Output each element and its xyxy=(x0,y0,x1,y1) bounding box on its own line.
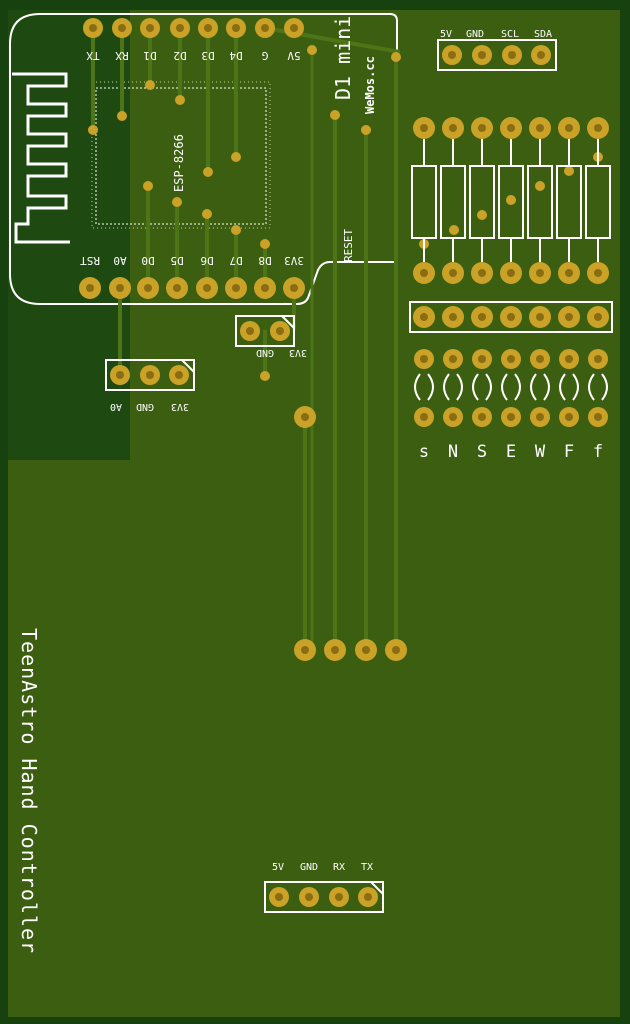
serial-label-gnd: GND xyxy=(300,862,318,873)
board-title: TeenAstro Hand Controller xyxy=(17,628,41,954)
button-header-outline xyxy=(409,301,613,333)
pin-label-d2: D2 xyxy=(173,49,186,62)
pin-label-3v3: 3V3 xyxy=(284,254,304,267)
pin-label-d3: D3 xyxy=(201,49,214,62)
i2c-header-outline xyxy=(437,39,557,71)
button-label-focus-fast: F xyxy=(564,442,574,462)
button-label-w: W xyxy=(535,442,546,462)
pin-label-rst: RST xyxy=(80,254,100,267)
pin-label-d4: D4 xyxy=(229,49,243,62)
i2c-label-gnd: GND xyxy=(466,29,484,40)
chip-label: ESP-8266 xyxy=(172,134,186,192)
i2c-label-scl: SCL xyxy=(501,29,519,40)
serial-header-outline xyxy=(264,881,384,913)
reset-label: RESET xyxy=(342,229,355,262)
analog-label-a0: A0 xyxy=(110,401,122,412)
button-label-focus-slow: f xyxy=(593,442,603,462)
button-label-s: s xyxy=(419,442,429,462)
button-label-e: E xyxy=(506,442,516,462)
resistor-bottom-pads xyxy=(413,262,609,284)
i2c-label-sda: SDA xyxy=(534,29,552,40)
power-header-pads xyxy=(240,321,290,341)
button-label-n: N xyxy=(448,442,458,462)
power-header-outline xyxy=(235,315,295,347)
pin-label-d0: D0 xyxy=(141,254,154,267)
d1-top-pads xyxy=(83,18,304,38)
pin-label-d1: D1 xyxy=(143,49,156,62)
pin-label-a0: A0 xyxy=(113,254,126,267)
d1-bottom-pads xyxy=(79,277,305,299)
analog-label-3v3: 3V3 xyxy=(171,401,189,412)
d1-mini-outline xyxy=(9,13,398,305)
pin-label-g: G xyxy=(262,49,269,62)
i2c-header-pads xyxy=(442,45,551,65)
board-keepout-zone xyxy=(8,10,130,460)
power-label-gnd: GND xyxy=(256,347,274,358)
keypad-connector-pads xyxy=(294,639,407,661)
module-brand: WeMos.cc xyxy=(363,56,377,114)
button-header-pads xyxy=(413,306,609,328)
antenna-trace xyxy=(12,72,70,244)
traces xyxy=(91,26,401,650)
pin-label-d5: D5 xyxy=(170,254,183,267)
i2c-label-5v: 5V xyxy=(440,29,452,40)
vias xyxy=(88,45,603,381)
pin-label-d7: D7 xyxy=(229,254,242,267)
button-pads-top xyxy=(414,349,608,369)
pin-label-tx: TX xyxy=(86,49,100,62)
button-pads-bottom xyxy=(414,407,608,427)
serial-label-tx: TX xyxy=(361,862,373,873)
resistor-top-pads xyxy=(413,117,609,139)
serial-header-pads xyxy=(269,887,378,907)
power-label-3v3: 3V3 xyxy=(289,347,307,358)
capacitor-outlines xyxy=(414,373,608,401)
analog-header-pads xyxy=(110,365,189,385)
analog-label-gnd: GND xyxy=(136,401,154,412)
pin-label-d6: D6 xyxy=(200,254,213,267)
mounting-pad xyxy=(294,406,316,428)
pin-label-rx: RX xyxy=(115,49,129,62)
pin-label-d8: D8 xyxy=(258,254,271,267)
serial-label-rx: RX xyxy=(333,862,345,873)
serial-label-5v: 5V xyxy=(272,862,284,873)
analog-header-outline xyxy=(105,359,195,391)
module-name: D1 mini xyxy=(331,16,355,100)
button-label-south: S xyxy=(477,442,487,462)
pin-label-5v: 5V xyxy=(287,49,301,62)
